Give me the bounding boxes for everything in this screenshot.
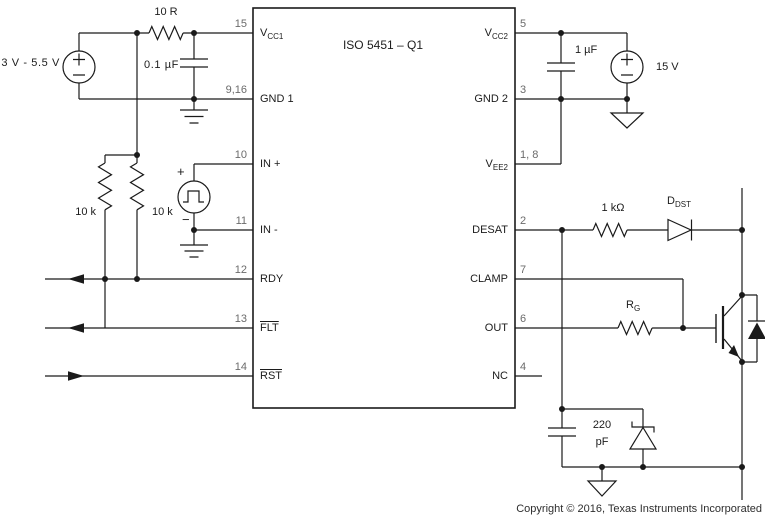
igbt-emitter-arrow	[728, 345, 739, 357]
gate-resistor-label: RG	[626, 299, 641, 314]
capacitor-cin-symbol	[180, 58, 208, 68]
ground4-symbol	[586, 480, 618, 497]
pin-label-vcc2: VCC2	[484, 27, 508, 42]
pin-label-gnd2: GND 2	[474, 93, 508, 105]
pin-number-3: 3	[520, 84, 527, 96]
pin-number-9-16: 9,16	[225, 84, 247, 96]
flt-out-arrow	[68, 323, 84, 333]
ground2-symbol	[180, 244, 208, 258]
wire-vee2-tie	[515, 99, 562, 165]
wire-pullup-branches	[104, 154, 138, 279]
wire-clamp	[515, 278, 684, 328]
vout-source-polarity-marks	[621, 53, 633, 76]
diode-ddst-symbol	[667, 218, 693, 242]
pin-number-5: 5	[520, 18, 527, 30]
pulse-plus-label: +	[177, 164, 185, 179]
rst-in-arrow	[68, 371, 84, 381]
resistor-10k-left-symbol	[97, 162, 113, 211]
series-resistor-label: 10 R	[154, 6, 178, 18]
pin-label-in-plus: IN +	[260, 158, 281, 170]
pulse-minus-label: −	[182, 212, 190, 227]
desat-resistor-label: 1 kΩ	[601, 202, 625, 214]
pin-number-7: 7	[520, 264, 527, 276]
pin-number-1-8: 1, 8	[520, 149, 539, 161]
pin-label-vcc1: VCC1	[260, 27, 284, 42]
vout-supply-label: 15 V	[656, 61, 679, 73]
pin-number-10: 10	[234, 149, 247, 161]
pin-number-15: 15	[234, 18, 247, 30]
pin-label-rdy: RDY	[260, 273, 284, 285]
resistor-rg-symbol	[617, 319, 653, 337]
pullup-left-label: 10 k	[75, 206, 96, 218]
zener-diode-symbol	[628, 426, 658, 450]
pin-number-13: 13	[234, 313, 247, 325]
pulse-waveform-glyph	[183, 190, 204, 203]
pulse-source-symbol	[177, 180, 211, 214]
junction-dots	[102, 30, 745, 470]
blanking-cap-value-label: 220	[592, 419, 612, 431]
ic-title: ISO 5451 – Q1	[342, 38, 424, 52]
wire-freewheel-branch	[742, 294, 758, 363]
pin-label-nc: NC	[492, 370, 508, 382]
resistor-10r-symbol	[148, 24, 184, 42]
output-bypass-cap-label: 1 µF	[575, 44, 598, 56]
igbt-collector-lead	[723, 295, 743, 317]
vin-supply-label: 3 V - 5.5 V	[1, 57, 60, 69]
pin-label-gnd1: GND 1	[260, 93, 294, 105]
pin-number-2: 2	[520, 215, 527, 227]
pin-label-rst: RST	[260, 370, 282, 382]
pin-number-6: 6	[520, 313, 527, 325]
vin-source-symbol	[62, 50, 96, 84]
desat-diode-label: DDST	[667, 195, 691, 210]
resistor-1k-symbol	[592, 221, 628, 239]
ground1-symbol	[180, 99, 208, 124]
vin-source-polarity-marks	[73, 53, 85, 76]
pin-label-out: OUT	[484, 322, 508, 334]
pin-label-clamp: CLAMP	[470, 273, 508, 285]
pin-number-12: 12	[234, 264, 247, 276]
ground3-symbol	[609, 112, 645, 129]
pullup-right-label: 10 k	[152, 206, 173, 218]
pin-label-vee2: VEE2	[485, 158, 508, 173]
blanking-cap-unit-label: pF	[595, 436, 609, 448]
ic-body-box	[252, 7, 516, 409]
capacitor-cout-symbol	[547, 62, 575, 72]
pin-label-desat: DESAT	[472, 224, 508, 236]
pin-number-14: 14	[234, 361, 247, 373]
pin-label-flt: FLT	[260, 322, 279, 334]
resistor-10k-right-symbol	[129, 162, 145, 211]
pin-number-11: 11	[235, 215, 247, 227]
copyright-text: Copyright © 2016, Texas Instruments Inco…	[516, 503, 762, 515]
input-bypass-cap-label: 0.1 µF	[143, 59, 179, 71]
pin-number-4: 4	[520, 361, 527, 373]
pin-label-in-minus: IN -	[260, 224, 278, 236]
vout-source-symbol	[610, 50, 644, 84]
rdy-out-arrow	[68, 274, 84, 284]
capacitor-cblank-symbol	[548, 427, 576, 437]
freewheel-diode-symbol	[748, 322, 765, 339]
